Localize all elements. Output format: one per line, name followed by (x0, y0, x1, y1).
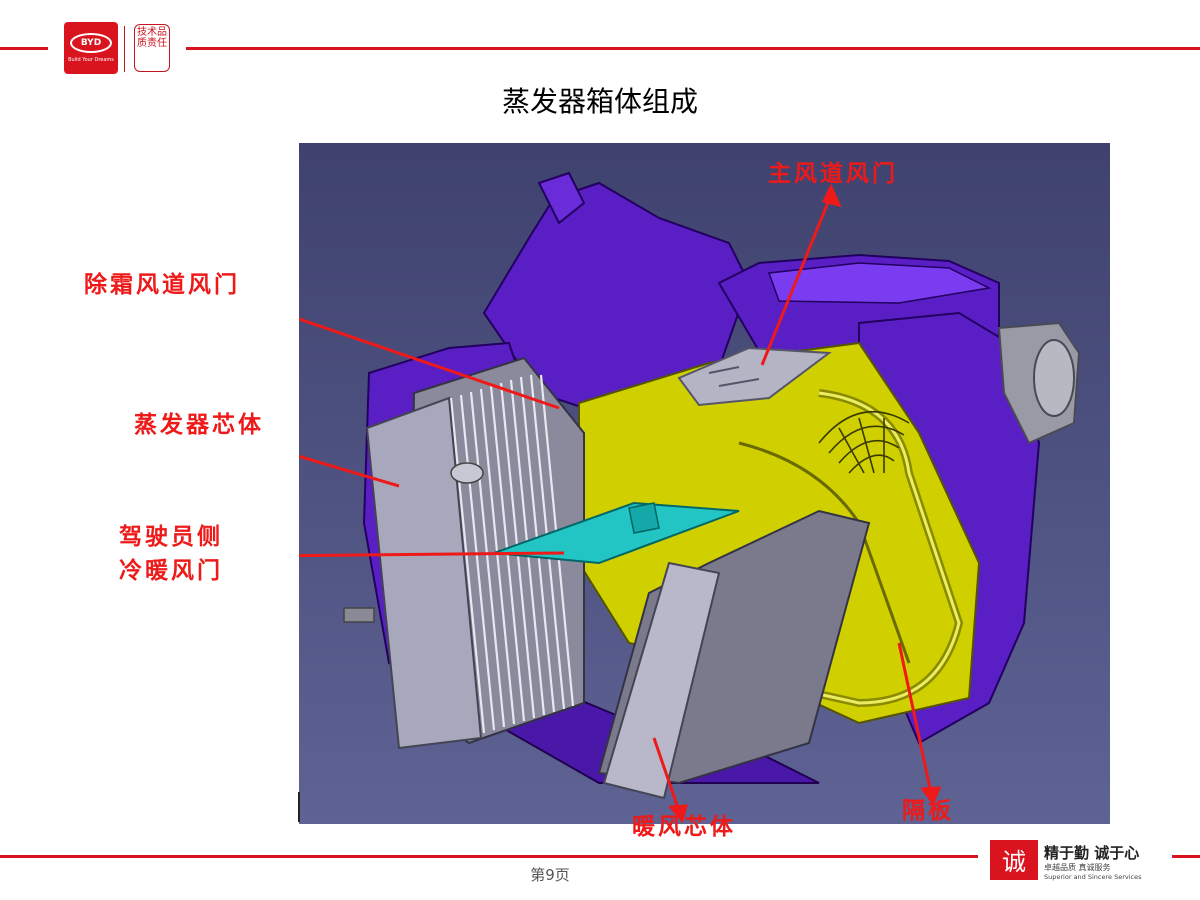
blower-motor-face (1033, 339, 1075, 417)
evaporator-pipe (450, 462, 484, 484)
driver-side-door (493, 501, 740, 565)
byd-logo-text: BYD (70, 33, 112, 53)
heater-core-face (602, 561, 721, 800)
callout-evaporator-core: 蒸发器芯体 (134, 412, 264, 438)
top-duct (537, 171, 586, 225)
header-rule-left (0, 47, 48, 50)
main-duct-plate (767, 262, 992, 304)
motto-seal: 技术品质责任 (134, 24, 170, 72)
callout-main-air-door: 主风道风门 (768, 161, 898, 187)
header-divider (124, 26, 125, 72)
blower-scroll-grille (818, 410, 910, 474)
bracket (343, 607, 375, 623)
slogan-chinese: 精于勤 诚于心 (1044, 844, 1140, 862)
partition-wall (738, 441, 911, 664)
callout-defrost-air-door: 除霜风道风门 (84, 272, 240, 298)
main-door-plate (677, 346, 832, 407)
header-rule-right (186, 47, 1200, 50)
callout-driver-side-line2: 冷暖风门 (119, 558, 223, 584)
footer-rule-left (0, 855, 978, 858)
cheng-seal-logo: 诚 (990, 840, 1038, 880)
slide-title: 蒸发器箱体组成 (501, 85, 698, 118)
page-number: 第9页 (530, 866, 570, 884)
diagram-edge-mark (298, 792, 300, 822)
driver-side-door-tab (628, 502, 660, 534)
callout-driver-side-line1: 驾驶员侧 (119, 524, 223, 550)
evaporator-housing-diagram (299, 143, 1110, 824)
slogan-subtitle: 卓越品质 真诚服务 (1044, 863, 1111, 872)
callout-arrows (299, 183, 942, 824)
callout-heater-core: 暖风芯体 (632, 814, 736, 840)
byd-logo-tagline: Build Your Dreams (68, 57, 114, 63)
slogan-english: Superior and Sincere Services (1044, 873, 1142, 881)
callout-partition: 隔板 (902, 798, 954, 824)
footer-rule-right (1172, 855, 1200, 858)
